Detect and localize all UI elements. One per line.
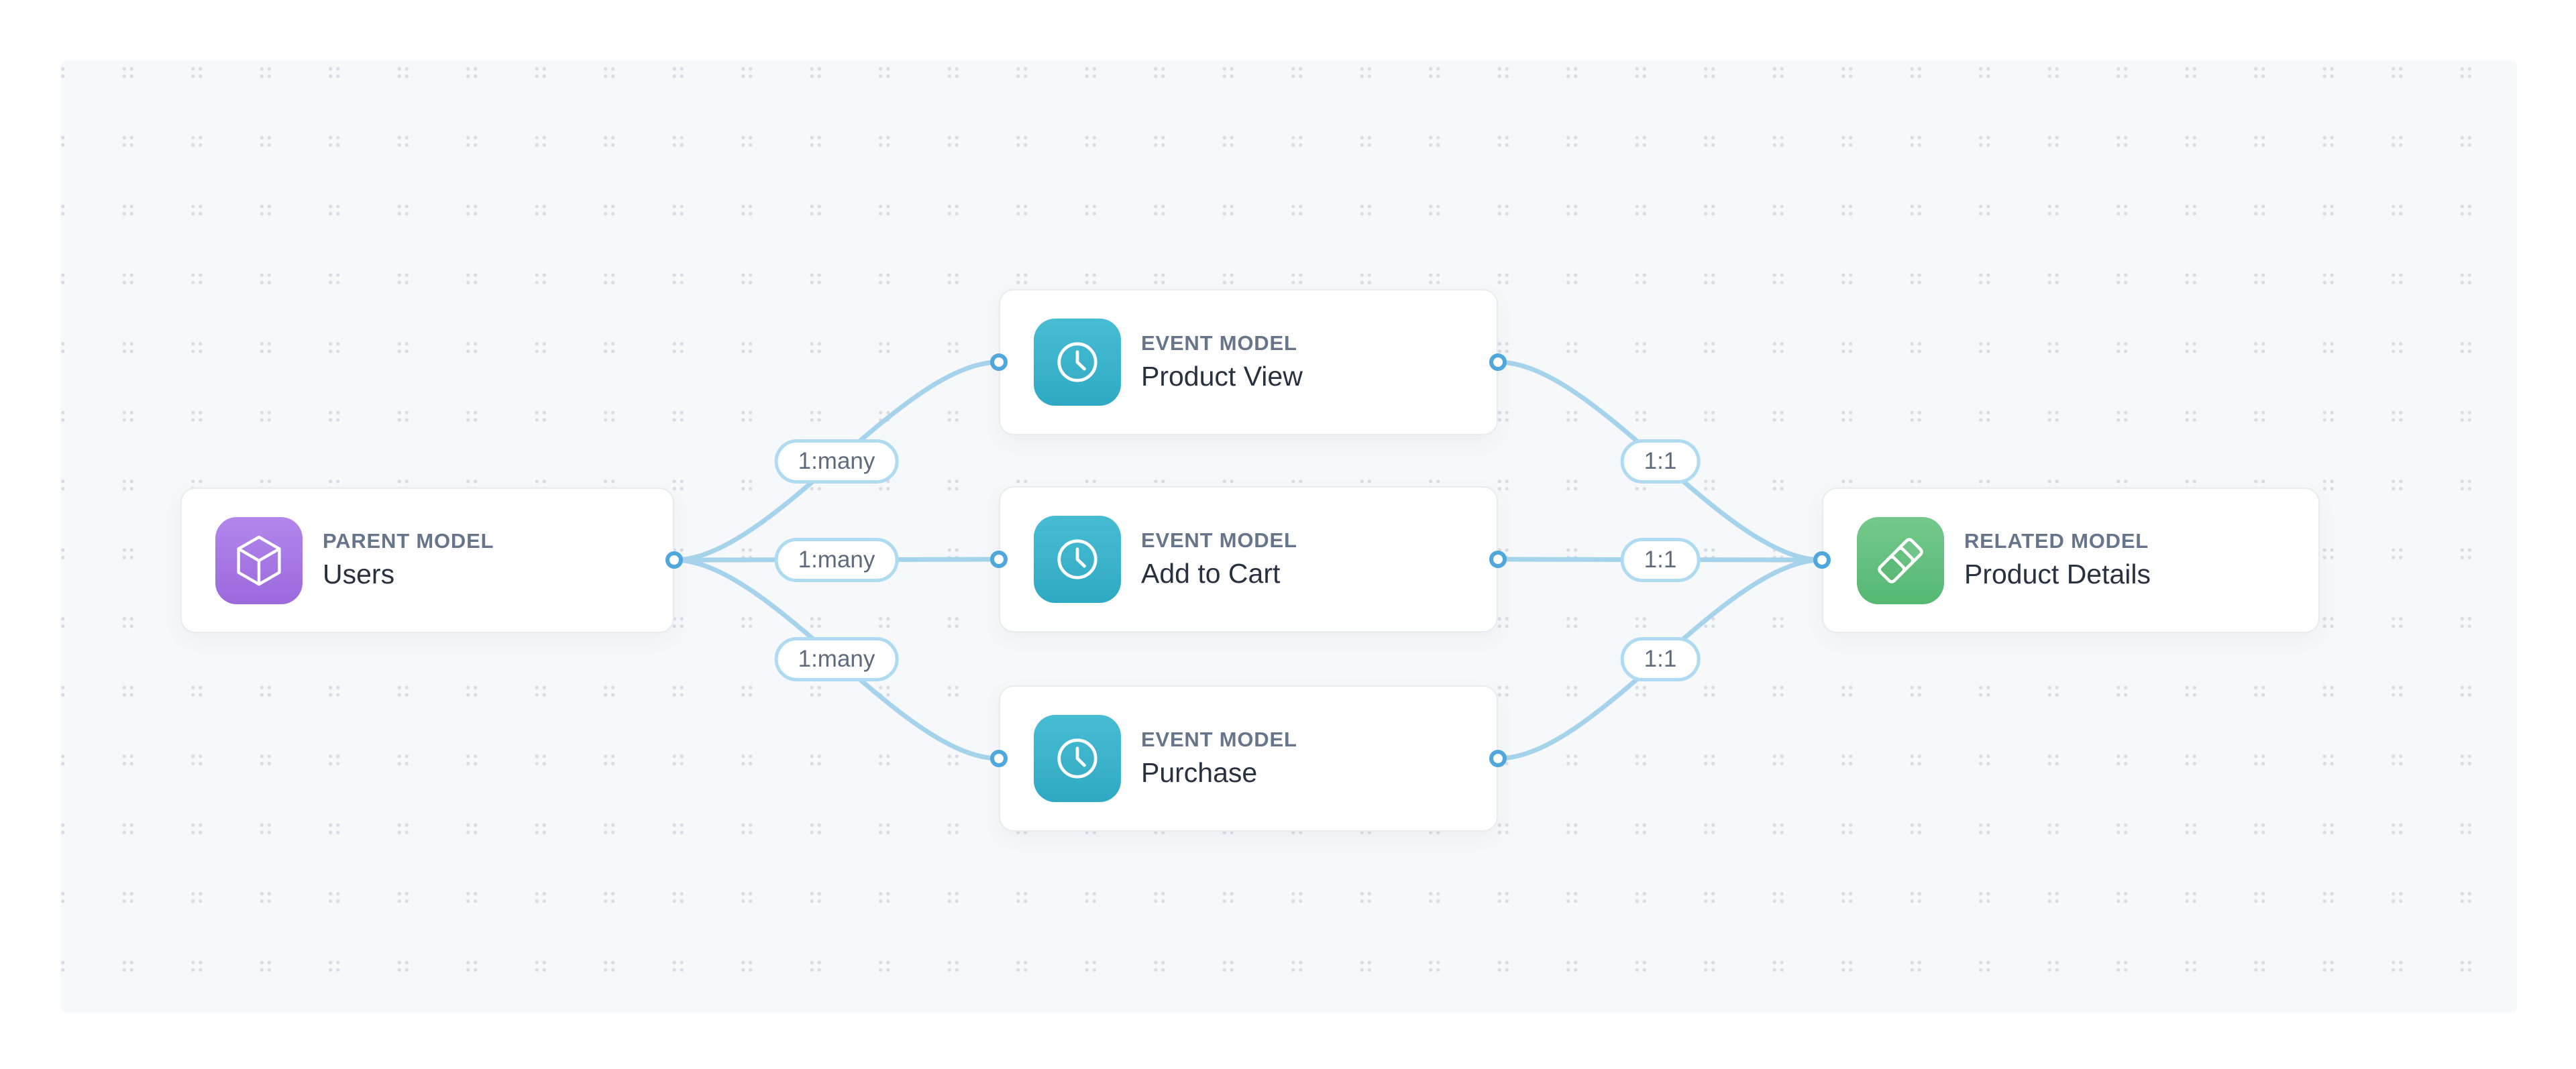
node-type-label: EVENT MODEL — [1141, 727, 1297, 751]
node-icon-tile — [1034, 516, 1121, 603]
node-text-block: PARENT MODEL Users — [323, 530, 494, 590]
node-title: Product Details — [1964, 559, 2151, 590]
connection-port-add-to-cart-in[interactable] — [990, 551, 1008, 568]
layers-icon — [1878, 537, 1923, 583]
node-title: Purchase — [1141, 756, 1258, 788]
edge-label-pill[interactable]: 1:1 — [1620, 538, 1701, 582]
connection-port-product-view-in[interactable] — [990, 353, 1008, 371]
edge-label-pill[interactable]: 1:many — [774, 637, 899, 681]
clock-icon — [1057, 342, 1097, 382]
node-type-label: EVENT MODEL — [1141, 331, 1297, 355]
node-type-label: PARENT MODEL — [323, 529, 494, 553]
node-text-block: RELATED MODEL Product Details — [1964, 530, 2151, 590]
connection-port-product-view-out[interactable] — [1489, 353, 1507, 371]
connection-port-purchase-in[interactable] — [990, 750, 1008, 767]
node-title: Add to Cart — [1141, 557, 1281, 589]
node-related-model-product-details[interactable]: RELATED MODEL Product Details — [1822, 488, 2320, 633]
node-icon-tile — [1034, 319, 1121, 406]
node-title: Users — [323, 559, 395, 590]
connection-port-users-out[interactable] — [665, 551, 683, 569]
node-icon-tile — [215, 516, 303, 604]
edge-label-pill[interactable]: 1:1 — [1620, 637, 1701, 681]
edge-label-pill[interactable]: 1:many — [774, 538, 899, 582]
connection-port-add-to-cart-out[interactable] — [1489, 551, 1507, 568]
connection-port-purchase-out[interactable] — [1489, 750, 1507, 767]
node-text-block: EVENT MODEL Add to Cart — [1141, 528, 1297, 589]
edge-label-pill[interactable]: 1:1 — [1620, 439, 1701, 484]
connection-port-product-details-in[interactable] — [1813, 551, 1831, 569]
edge-label-pill[interactable]: 1:many — [774, 439, 899, 484]
node-event-model-purchase[interactable]: EVENT MODEL Purchase — [999, 685, 1498, 832]
node-event-model-add-to-cart[interactable]: EVENT MODEL Add to Cart — [999, 486, 1498, 632]
node-icon-tile — [1857, 516, 1944, 604]
node-text-block: EVENT MODEL Purchase — [1141, 728, 1297, 789]
clock-icon — [1057, 539, 1097, 579]
node-icon-tile — [1034, 715, 1121, 802]
cube-icon — [237, 535, 281, 585]
node-event-model-product-view[interactable]: EVENT MODEL Product View — [999, 289, 1498, 435]
clock-icon — [1057, 738, 1097, 779]
node-type-label: EVENT MODEL — [1141, 528, 1297, 552]
node-type-label: RELATED MODEL — [1964, 529, 2149, 553]
node-title: Product View — [1141, 360, 1303, 392]
node-text-block: EVENT MODEL Product View — [1141, 331, 1303, 392]
node-parent-model-users[interactable]: PARENT MODEL Users — [180, 488, 674, 633]
